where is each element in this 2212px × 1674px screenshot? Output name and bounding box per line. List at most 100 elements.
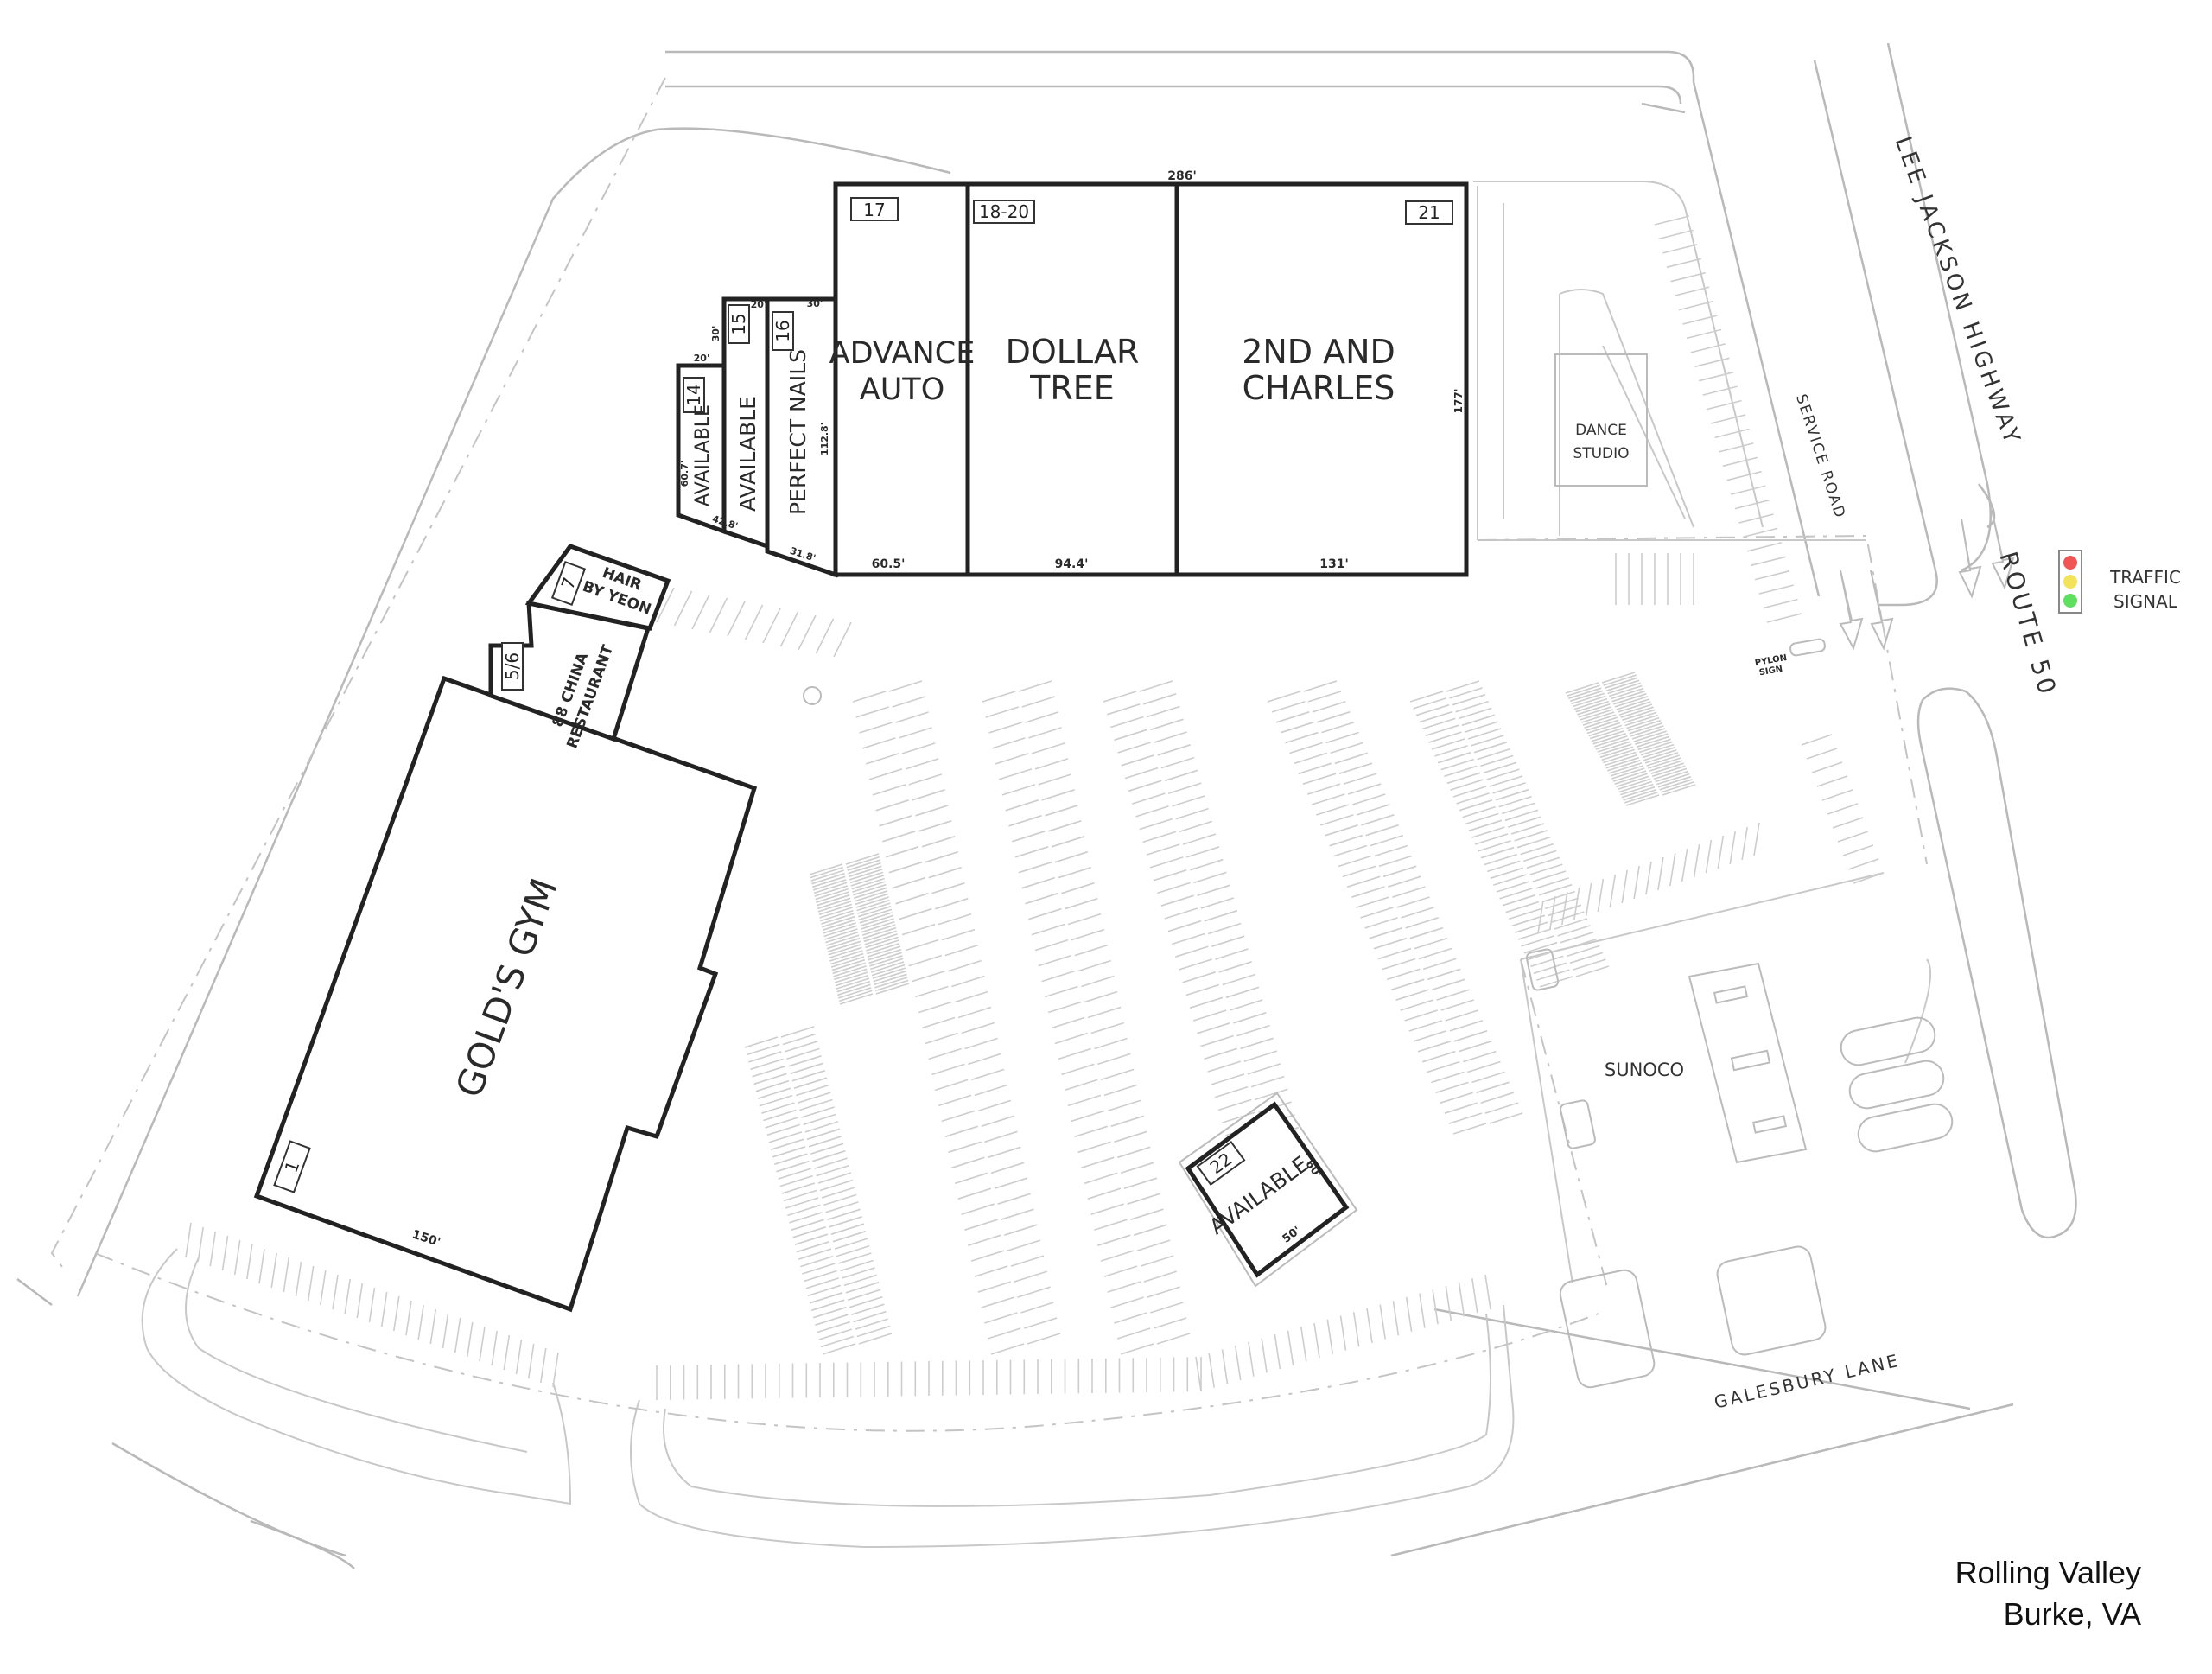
- parking-stall-line: [974, 1265, 1008, 1277]
- parking-stall-line: [744, 1036, 779, 1048]
- parking-stall-line: [840, 1259, 874, 1272]
- parking-stall-line: [1490, 867, 1524, 880]
- parking-stall-line: [997, 1193, 1031, 1205]
- parking-stall-line: [847, 1289, 881, 1302]
- parking-stall-line: [790, 1062, 823, 1075]
- site-features: [803, 353, 2015, 1389]
- unit-5-6-tag: 5/6: [502, 652, 523, 680]
- parking-stall-line: [1520, 843, 1554, 856]
- parking-stall-line: [1551, 911, 1585, 923]
- signal-yellow-light: [2063, 575, 2077, 589]
- parking-stall-line: [843, 1274, 878, 1287]
- parking-stall-line: [1669, 852, 1676, 887]
- parking-stall-line: [988, 1146, 1021, 1159]
- parking-stall-line: [1427, 968, 1461, 981]
- parking-stall-line: [1154, 731, 1187, 743]
- parking-stall-line: [848, 862, 881, 875]
- parking-stall-line: [1599, 743, 1632, 755]
- parking-stall-line: [1370, 834, 1404, 847]
- parking-stall-line: [850, 875, 885, 887]
- parking-stall-line: [1182, 971, 1216, 983]
- parking-stall-line: [1107, 1099, 1141, 1112]
- parking-stall-line: [1204, 909, 1238, 922]
- parking-stall-line: [1330, 742, 1363, 754]
- parking-stall-line: [824, 928, 858, 940]
- parking-stall-line: [1586, 719, 1619, 732]
- parking-stall-line: [1221, 1349, 1229, 1384]
- parking-stall-line: [1474, 833, 1509, 845]
- tenant-18-20-name-line2: TREE: [1029, 369, 1115, 407]
- parking-stall-line: [1103, 691, 1137, 703]
- parking-stall-line: [1250, 1075, 1285, 1088]
- parking-stall-line: [1592, 733, 1626, 745]
- parking-stall-line: [1621, 786, 1656, 799]
- parking-stall-line: [1038, 954, 1072, 967]
- parking-stall-line: [1222, 973, 1256, 986]
- parking-stall-line: [1468, 819, 1503, 832]
- parking-stall-line: [853, 1310, 887, 1323]
- unit-number-tags: 17 18-20 21 14 15 16 7 5/6 1: [273, 197, 1453, 1193]
- parking-stall-line: [1333, 844, 1368, 857]
- parking-stall-line: [1139, 680, 1173, 692]
- parking-stall-line: [1758, 584, 1794, 595]
- parking-stall-line: [1025, 892, 1058, 905]
- parking-stall-line: [1189, 996, 1224, 1009]
- tenant-16-name: PERFECT NAILS: [785, 349, 810, 515]
- parking-stall-line: [1364, 917, 1398, 929]
- parking-stall-line: [1025, 711, 1058, 723]
- parking-stall-line: [981, 1115, 1014, 1128]
- parking-stall-line: [1486, 768, 1520, 780]
- parking-stall-line: [1538, 883, 1573, 896]
- parking-stall-line: [794, 1233, 829, 1245]
- arrow-icon: [1958, 518, 1982, 599]
- tenant-17-name-line2: AUTO: [860, 372, 945, 407]
- parking-stall-line: [791, 1219, 824, 1232]
- parking-stall-line: [1312, 701, 1346, 713]
- parking-stall-line: [852, 691, 887, 703]
- parking-stall-line: [1578, 706, 1612, 718]
- parking-stall-line: [1445, 1285, 1452, 1321]
- parking-stall-line: [808, 1136, 842, 1148]
- parking-stall-line: [1484, 1274, 1491, 1310]
- parking-stall-line: [866, 939, 899, 952]
- golds-gym-building: [253, 675, 758, 1313]
- parking-stall-line: [964, 1219, 998, 1231]
- parking-stall-line: [1114, 729, 1147, 742]
- parking-stall-line: [855, 706, 890, 718]
- parking-stall-line: [1107, 1281, 1141, 1293]
- parking-stall-line: [1847, 858, 1879, 870]
- parking-stall-line: [1473, 741, 1508, 754]
- parking-stall-line: [821, 915, 855, 928]
- parking-stall-line: [987, 1327, 1021, 1340]
- parking-stall-line: [1014, 1270, 1048, 1283]
- parking-stall-line: [1334, 752, 1369, 765]
- parking-stall-line: [1642, 746, 1675, 759]
- parking-stall-line: [1005, 799, 1039, 812]
- parking-stall-line: [1164, 769, 1198, 782]
- parking-stall-line: [1120, 1162, 1154, 1174]
- parking-stall-line: [1405, 917, 1439, 929]
- parking-stall-line: [1317, 710, 1351, 723]
- parking-stall-line: [869, 955, 903, 967]
- parking-stall-line: [1645, 861, 1652, 895]
- parking-stall-line: [1489, 1112, 1523, 1124]
- parking-stall-line: [1467, 728, 1502, 740]
- unit-14-tag: 14: [683, 384, 704, 405]
- parking-stall-line: [938, 913, 972, 926]
- parking-stall-line: [1707, 399, 1742, 411]
- parking-stall-line: [875, 799, 909, 812]
- parking-stall-line: [1294, 752, 1327, 765]
- parking-stall-line: [1597, 741, 1630, 753]
- parking-stall-line: [834, 968, 868, 981]
- parking-stall-line: [810, 869, 844, 882]
- parking-stall-line: [1529, 863, 1563, 875]
- parking-stall-line: [1097, 1053, 1131, 1066]
- parking-stall-line: [368, 1287, 376, 1323]
- parking-stall-line: [1456, 792, 1490, 805]
- parking-stall-line: [1612, 770, 1647, 782]
- parking-stall-line: [1541, 890, 1575, 903]
- dimension-60-5: 60.5': [872, 557, 906, 571]
- parking-stall-line: [744, 604, 764, 640]
- parking-stall-line: [1414, 937, 1448, 950]
- parking-stall-line: [1415, 703, 1450, 716]
